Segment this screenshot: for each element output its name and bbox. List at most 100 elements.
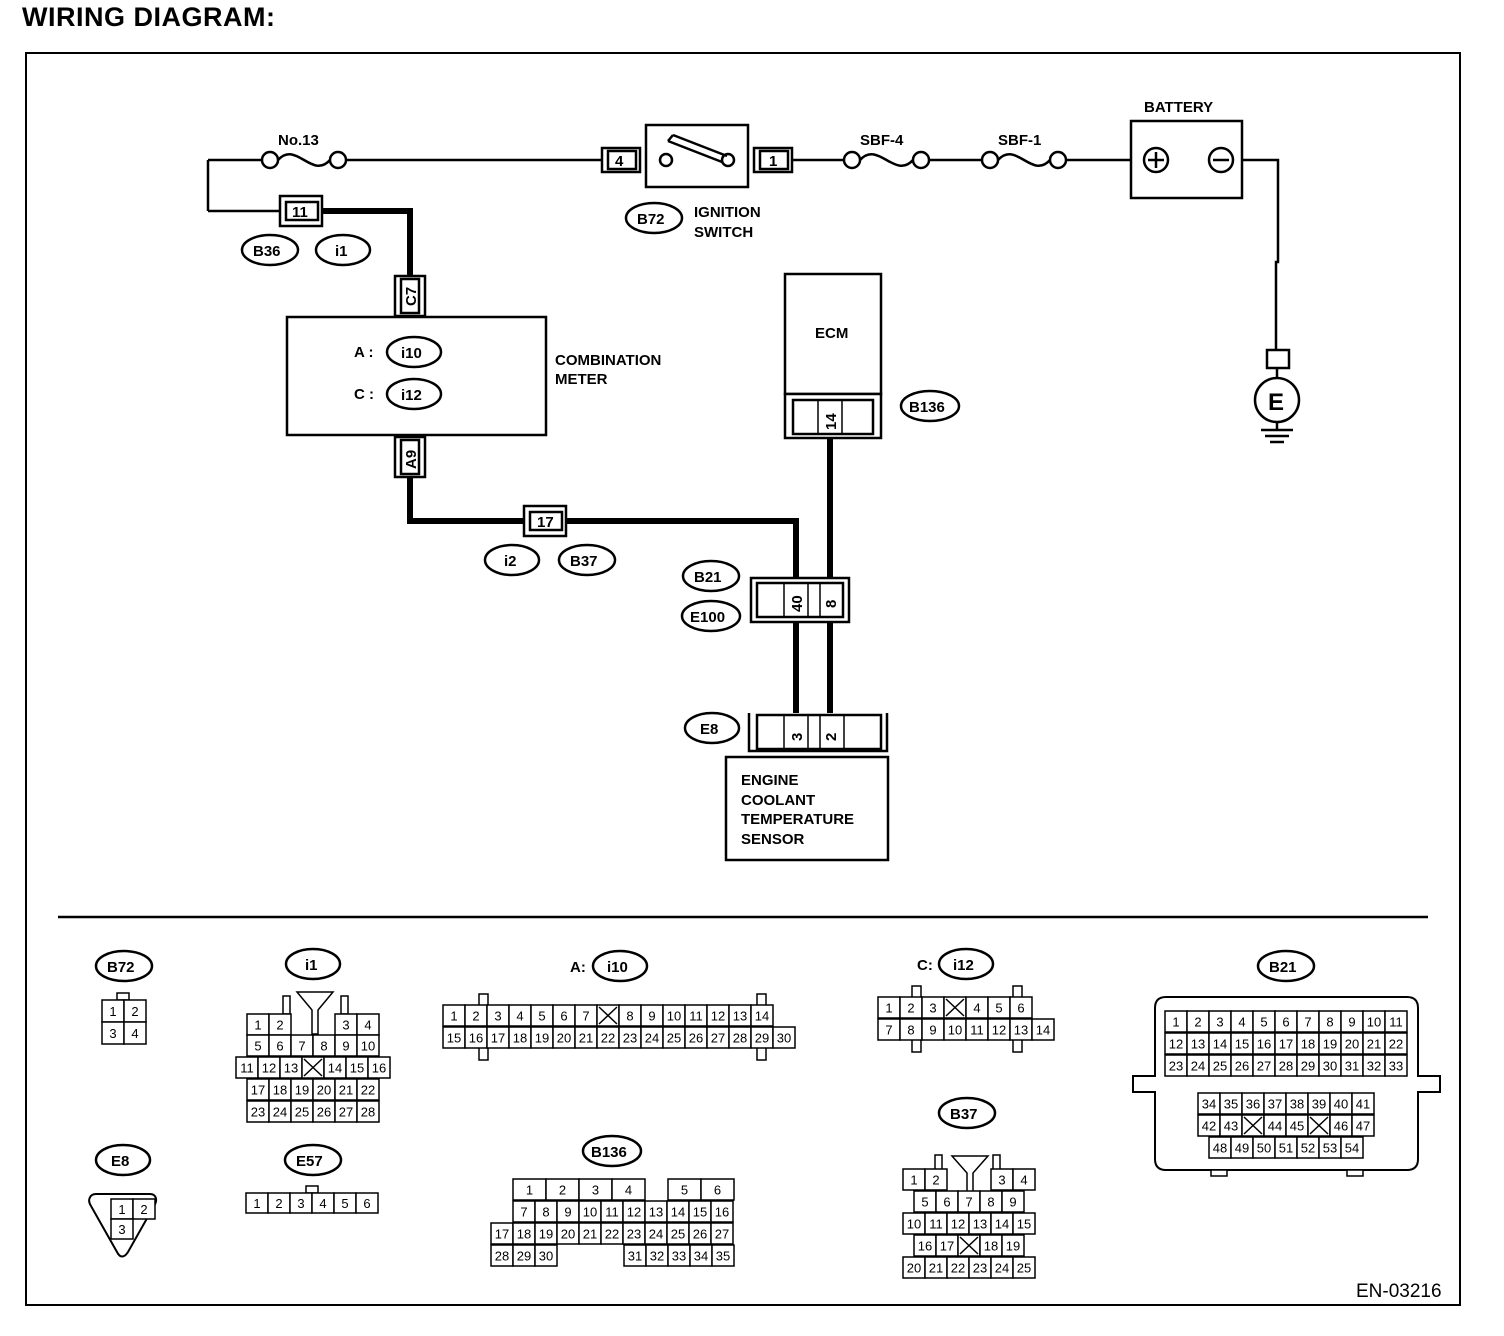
pin-number: 20 bbox=[317, 1083, 331, 1098]
pin-number: 45 bbox=[1290, 1119, 1304, 1134]
pin-number: 52 bbox=[1301, 1141, 1315, 1156]
pin-number: 17 bbox=[491, 1031, 505, 1046]
pin-cell bbox=[123, 1021, 147, 1045]
pin-number: 18 bbox=[517, 1227, 531, 1242]
pin-number: 5 bbox=[254, 1039, 261, 1054]
pin-number: 10 bbox=[361, 1039, 375, 1054]
pin-number: 10 bbox=[948, 1023, 962, 1038]
pin-number: 15 bbox=[693, 1205, 707, 1220]
pin-cell bbox=[1351, 1114, 1375, 1137]
pin-cell bbox=[1384, 1032, 1408, 1055]
pin-number: 21 bbox=[339, 1083, 353, 1098]
pin-number: 50 bbox=[1257, 1141, 1271, 1156]
pin-number: 16 bbox=[715, 1205, 729, 1220]
pin-cell bbox=[1009, 996, 1033, 1019]
pin-number: 15 bbox=[1235, 1037, 1249, 1052]
pin-number: 3 bbox=[297, 1196, 304, 1211]
pin-cell bbox=[711, 1244, 735, 1267]
pin-cell bbox=[611, 1178, 646, 1201]
pin-cell bbox=[367, 1056, 391, 1079]
pin-number: 53 bbox=[1323, 1141, 1337, 1156]
pin-number: 21 bbox=[1367, 1037, 1381, 1052]
unused-pin-mark bbox=[1309, 1116, 1329, 1135]
pin-number: 3 bbox=[494, 1009, 501, 1024]
pin-number: 40 bbox=[1334, 1097, 1348, 1112]
svg-text:1: 1 bbox=[769, 153, 777, 170]
pin-number: 34 bbox=[694, 1249, 708, 1264]
pin-number: 3 bbox=[342, 1018, 349, 1033]
pin-number: 23 bbox=[251, 1105, 265, 1120]
pin-number: 15 bbox=[1017, 1217, 1031, 1232]
pin-number: 4 bbox=[516, 1009, 523, 1024]
pin-number: 1 bbox=[118, 1202, 125, 1217]
svg-text:B36: B36 bbox=[253, 243, 281, 260]
pin-cell bbox=[700, 1178, 735, 1201]
unused-pin-mark bbox=[598, 1006, 618, 1025]
fuse-no13-label: No.13 bbox=[278, 132, 319, 149]
pin-number: 22 bbox=[361, 1083, 375, 1098]
pin-number: 9 bbox=[564, 1205, 571, 1220]
pin-number: 29 bbox=[1301, 1059, 1315, 1074]
pin-number: 28 bbox=[361, 1105, 375, 1120]
pin-cell bbox=[710, 1222, 734, 1245]
pin-number: 22 bbox=[1389, 1037, 1403, 1052]
pin-number: 25 bbox=[671, 1227, 685, 1242]
pin-number: 2 bbox=[559, 1183, 566, 1198]
svg-text:3: 3 bbox=[789, 733, 806, 741]
pin-number: 19 bbox=[295, 1083, 309, 1098]
connector-b36-i1-pin11: 11 bbox=[278, 194, 324, 228]
b21-latch bbox=[1346, 1169, 1364, 1177]
pin-number: 51 bbox=[1279, 1141, 1293, 1156]
pin-cell bbox=[924, 1168, 948, 1191]
sensor-label-3: TEMPERATURE bbox=[741, 811, 854, 828]
pin-number: 13 bbox=[973, 1217, 987, 1232]
pin-number: 33 bbox=[1389, 1059, 1403, 1074]
battery: BATTERY bbox=[1129, 99, 1244, 200]
pin-number: 11 bbox=[240, 1061, 254, 1076]
pin-number: 7 bbox=[965, 1195, 972, 1210]
pin-number: 7 bbox=[582, 1009, 589, 1024]
pin-number: 27 bbox=[1257, 1059, 1271, 1074]
pin-cell bbox=[1031, 1018, 1055, 1041]
pin-cell bbox=[355, 1192, 379, 1214]
pin-number: 16 bbox=[918, 1239, 932, 1254]
pin-number: 47 bbox=[1356, 1119, 1370, 1134]
pin-number: 5 bbox=[921, 1195, 928, 1210]
pin-number: 15 bbox=[447, 1031, 461, 1046]
b21-latch bbox=[1210, 1169, 1228, 1177]
pin-number: 17 bbox=[495, 1227, 509, 1242]
pin-number: 1 bbox=[450, 1009, 457, 1024]
pin-number: 25 bbox=[1017, 1261, 1031, 1276]
e57-latch bbox=[305, 1185, 319, 1194]
connector-tag-i12: i12 bbox=[401, 387, 422, 404]
pin-number: 24 bbox=[995, 1261, 1009, 1276]
pin-number: 8 bbox=[1326, 1015, 1333, 1030]
pin-number: 5 bbox=[341, 1196, 348, 1211]
pin-number: 14 bbox=[755, 1009, 769, 1024]
pin-number: 9 bbox=[929, 1023, 936, 1038]
pin-number: 21 bbox=[583, 1227, 597, 1242]
svg-text:SBF-1: SBF-1 bbox=[998, 132, 1041, 149]
pin-number: 6 bbox=[1017, 1001, 1024, 1016]
pin-number: 49 bbox=[1235, 1141, 1249, 1156]
pin-number: 4 bbox=[625, 1183, 632, 1198]
pin-number: 31 bbox=[1345, 1059, 1359, 1074]
pin-number: 18 bbox=[1301, 1037, 1315, 1052]
pin-number: 17 bbox=[940, 1239, 954, 1254]
pin-number: 35 bbox=[1224, 1097, 1238, 1112]
pin-number: 19 bbox=[1323, 1037, 1337, 1052]
unused-pin-mark bbox=[945, 998, 965, 1017]
pin-number: 2 bbox=[276, 1018, 283, 1033]
pin-number: 20 bbox=[1345, 1037, 1359, 1052]
pin-cell bbox=[356, 1034, 380, 1057]
svg-text:4: 4 bbox=[615, 153, 624, 170]
